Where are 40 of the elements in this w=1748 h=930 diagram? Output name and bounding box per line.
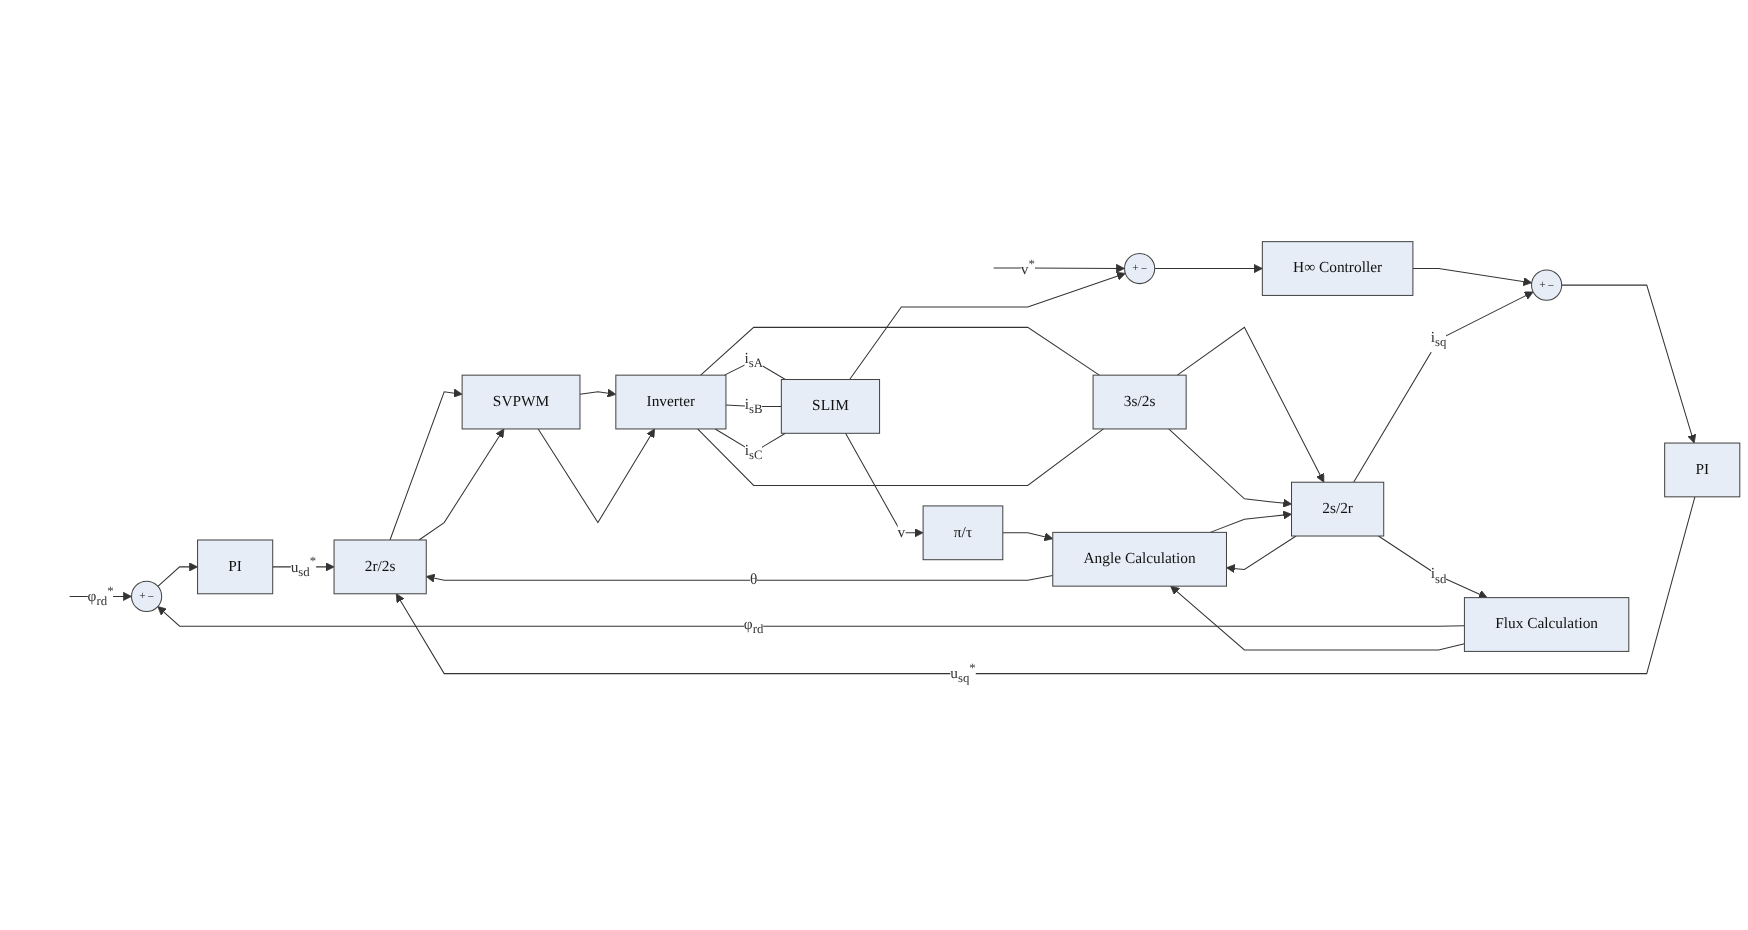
arrow	[272, 562, 335, 572]
arrow	[1209, 510, 1292, 533]
arrow	[993, 263, 1125, 273]
arrow	[1226, 535, 1297, 574]
arrow	[1168, 428, 1292, 508]
arrow	[157, 562, 198, 587]
arrow	[425, 573, 1054, 583]
node-circle	[1124, 252, 1156, 285]
arrow	[395, 496, 1696, 675]
arrow	[579, 388, 617, 398]
node-box	[1092, 374, 1187, 430]
arrow	[1154, 264, 1263, 274]
arrow	[845, 432, 924, 538]
arrow	[1002, 532, 1054, 542]
arrow	[1176, 326, 1325, 483]
arrow	[1170, 585, 1465, 651]
arrow	[157, 606, 1465, 627]
node-box	[333, 539, 427, 595]
arrow	[1412, 268, 1533, 287]
node-circle	[131, 580, 163, 612]
arrow	[418, 428, 505, 541]
node-box	[922, 505, 1004, 561]
node-box	[461, 374, 581, 430]
arrow	[537, 428, 655, 524]
node-box	[1261, 241, 1414, 296]
node-box	[1291, 481, 1385, 537]
connector	[697, 428, 1105, 486]
arrow	[1561, 284, 1697, 444]
connector	[700, 326, 1100, 376]
arrow	[849, 271, 1126, 380]
node-box	[1052, 531, 1227, 587]
arrow	[1353, 291, 1534, 483]
node-box	[780, 379, 881, 434]
arrow	[389, 388, 463, 541]
arrow	[1377, 535, 1488, 599]
node-box	[197, 539, 274, 595]
node-box	[1463, 597, 1630, 652]
node-box	[1664, 442, 1741, 498]
node-circle	[1531, 269, 1563, 301]
node-box	[615, 374, 727, 430]
